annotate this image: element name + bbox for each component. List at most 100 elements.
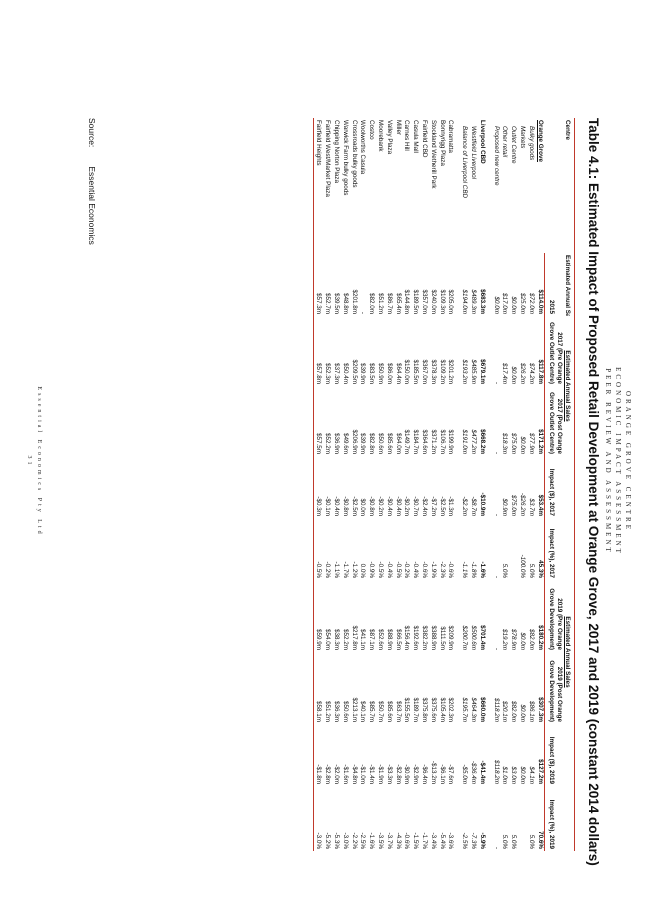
footer-company: Essential Economics Pty Ltd [36,386,42,537]
value-cell: -$0.8m [368,496,376,516]
row-label: Markets [519,126,527,149]
impact-table: Centre Estimated Annual Sales Estimated … [313,118,575,851]
table-row: Fairfield West/Market Plaza$52.7m$52.3m$… [323,118,332,851]
col-group-2019-sales: Estimated Annual Sales [563,580,575,724]
value-cell: -0.2% [324,561,332,578]
value-cell: $19.2m [501,628,509,650]
value-cell: -1.6% [368,832,376,849]
value-cell: $213.1m [350,697,358,722]
value-cell: -7.3% [470,832,478,849]
col-header-pre-2017: 2017 (Pre Orange Grove Outlet Centre) [544,316,563,386]
spacer-cell [486,118,491,851]
value-cell: $52.2m [341,628,349,650]
table-row: Westfield Liverpool$489.3m$485.9m$477.2m… [469,118,478,851]
value-cell: $50.7m [377,700,385,722]
row-label: Costco [368,120,376,140]
table-row: Liverpool CBD$683.3m$679.1m$668.2m-$10.9… [477,118,486,851]
value-cell: $375.6m [429,697,437,722]
value-cell: $106.7m [438,429,446,454]
table-title: Table 4.1: Estimated Impact of Proposed … [586,118,601,866]
value-cell: $0.0m [510,296,518,314]
value-cell: $52.3m [324,362,332,384]
value-cell: -$5.0m [461,764,469,784]
value-cell: $17.4m [501,362,509,384]
value-cell: $367.0m [421,359,429,384]
value-cell: -3.0% [313,786,323,851]
value-cell: -3.0% [341,832,349,849]
value-cell: $217.8m [350,625,358,650]
value-cell: -0.4% [385,561,393,578]
value-cell: $117.8m [536,359,544,384]
value-cell: -1.6% [478,561,486,578]
value-cell: $82.0m [368,292,376,314]
value-cell: - [492,846,500,849]
header-line-3: PEER REVIEW AND ASSESSMENT [604,368,612,555]
value-cell: -0.2% [403,561,411,578]
value-cell: $58.1m [313,652,323,724]
row-label: Fairfield CBD [421,120,429,158]
table-row: Carnes Hill$144.8m$150.0m$149.7m-$0.2m-0… [402,118,411,851]
value-cell: -0.4% [412,561,420,578]
row-label: Fairfield West/Market Plaza [324,120,332,197]
value-cell: $50.6m [341,700,349,722]
value-cell: $37.3m [333,362,341,384]
table-row: Bonnyrigg Plaza$109.3m$109.2m$106.7m-$2.… [437,118,446,851]
row-label: Carnes Hill [403,120,411,151]
value-cell: $364.6m [421,429,429,454]
row-label: Chipping Norton Plaza [333,120,341,184]
value-cell: $59.9m [313,580,323,652]
value-cell: $200.7m [461,625,469,650]
table-row: Chipping Norton Plaza$39.5m$37.3m$36.9m-… [332,118,341,851]
value-cell: $86.1m [527,700,535,722]
value-cell: $193.2m [461,359,469,384]
value-cell: $50.9m [377,362,385,384]
value-cell: $85.7m [368,700,376,722]
value-cell: $660.0m [478,697,486,722]
row-label: Balance of Liverpool CBD [461,126,469,199]
value-cell: -$3.3m [385,764,393,784]
value-cell: -5.2% [324,832,332,849]
value-cell: $500.6m [470,625,478,650]
table-row: Stockland Wetherill Park$240.0m$378.3m$3… [428,118,437,851]
table-row: Outlet Centre$0.0m$0.0m$75.0m$75.0m$78.9… [509,118,518,851]
value-cell: $357.0m [421,289,429,314]
value-cell: -0.9% [368,561,376,578]
value-cell: - [492,647,500,650]
table-row: Miller$65.4m$64.4m$64.0m-$0.4m-0.5%$66.5… [393,118,402,851]
value-cell: -$0.9m [403,764,411,784]
value-cell [518,786,527,851]
value-cell: $0.0m [519,436,527,454]
value-cell: $0.0m [519,766,527,784]
value-cell: $53.4m [536,494,544,516]
value-cell: $701.4m [478,625,486,650]
value-cell: -$0.4m [394,496,402,516]
table-row: Crossroads bulky goods$201.8m$209.5m$206… [349,118,358,851]
value-cell: $39.9m [359,432,367,454]
table-row: Fairfield CBD$357.0m$367.0m$364.6m-$2.4m… [420,118,429,851]
value-cell: -$0.7m [412,496,420,516]
value-cell: $109.2m [438,359,446,384]
row-label: Casula Mall [412,120,420,153]
value-cell: $209.9m [447,625,455,650]
value-cell: -5.3% [333,832,341,849]
value-cell: -$0.2m [403,496,411,516]
value-cell: -0.5% [377,561,385,578]
value-cell: -$6.4m [421,764,429,784]
value-cell: -$1.4m [368,764,376,784]
value-cell: -2.3% [438,561,446,578]
value-cell: $65.4m [394,292,402,314]
value-cell: $240.0m [429,289,437,314]
value-cell: 70.6% [536,831,544,849]
value-cell: $85.6m [385,432,393,454]
value-cell: $87.1m [368,628,376,650]
value-cell: $41.1m [359,628,367,650]
row-label: Westfield Liverpool [470,126,478,180]
value-cell: -$6.1m [438,764,446,784]
value-cell: $66.5m [394,628,402,650]
table-row: Moorebank$51.2m$50.9m$50.6m-$0.2m-0.5%$5… [376,118,385,851]
value-cell: $388.9m [429,625,437,650]
value-cell: $4.1m [527,766,535,784]
